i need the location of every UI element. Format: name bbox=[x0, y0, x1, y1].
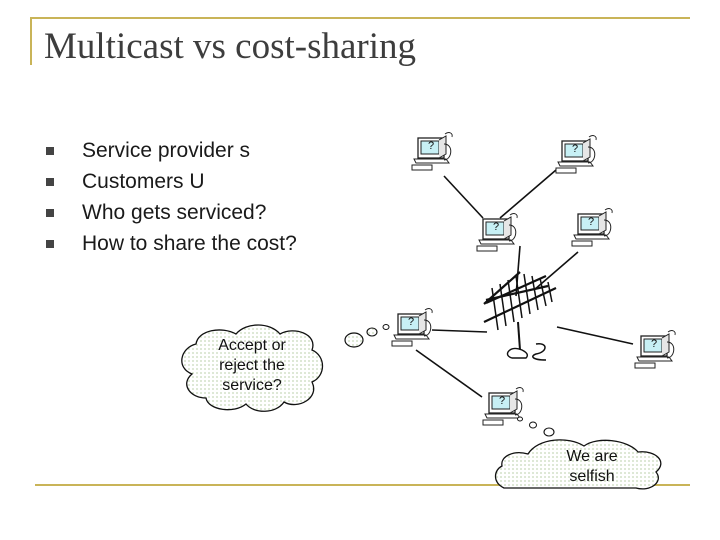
screen-label: ? bbox=[651, 338, 657, 350]
satellite-antenna-icon bbox=[483, 271, 557, 361]
link-line bbox=[515, 245, 521, 297]
network-links bbox=[415, 169, 634, 398]
bullet-item: Customers U bbox=[46, 166, 297, 197]
screen-label: ? bbox=[588, 216, 594, 228]
bullet-square-icon bbox=[46, 208, 54, 217]
slide-frame-top bbox=[30, 17, 690, 19]
bullet-text: Service provider s bbox=[82, 138, 251, 162]
thought-line: service? bbox=[222, 377, 282, 394]
thought-cloud-text: Accept or reject the service? bbox=[192, 336, 312, 396]
computer-icon: ? bbox=[476, 212, 518, 252]
bullet-square-icon bbox=[46, 146, 54, 155]
bullet-item: Service provider s bbox=[46, 135, 297, 166]
thought-line: We are bbox=[566, 448, 618, 465]
thought-cloud bbox=[181, 324, 390, 412]
screen-label: ? bbox=[408, 316, 414, 328]
thought-cloud bbox=[494, 416, 662, 490]
slide-frame-left bbox=[30, 17, 32, 65]
screen-label: ? bbox=[499, 395, 505, 407]
screen-label: ? bbox=[428, 140, 434, 152]
thought-line: reject the bbox=[219, 357, 285, 374]
computer-icon: ? bbox=[391, 307, 433, 347]
bullet-list: Service provider s Customers U Who gets … bbox=[46, 135, 297, 259]
link-line bbox=[499, 169, 557, 219]
thought-line: selfish bbox=[569, 468, 615, 485]
bullet-text: Customers U bbox=[82, 169, 205, 193]
screen-label: ? bbox=[572, 143, 578, 155]
bullet-square-icon bbox=[46, 177, 54, 186]
link-line bbox=[556, 326, 634, 345]
link-line bbox=[443, 175, 484, 219]
bullet-text: How to share the cost? bbox=[82, 231, 297, 255]
thought-cloud-text: We are selfish bbox=[540, 447, 644, 487]
slide-title: Multicast vs cost-sharing bbox=[44, 26, 417, 67]
link-line bbox=[415, 349, 483, 398]
thought-line: Accept or bbox=[218, 337, 286, 354]
link-line bbox=[431, 329, 488, 333]
computer-icon: ? bbox=[555, 134, 597, 174]
bullet-square-icon bbox=[46, 239, 54, 248]
bullet-item: Who gets serviced? bbox=[46, 197, 297, 228]
computer-icon: ? bbox=[482, 386, 524, 426]
computer-icon: ? bbox=[634, 329, 676, 369]
slide-frame-bottom bbox=[35, 484, 690, 486]
computer-icon: ? bbox=[571, 207, 613, 247]
bullet-text: Who gets serviced? bbox=[82, 200, 267, 224]
computer-icon: ? bbox=[411, 131, 453, 171]
bullet-item: How to share the cost? bbox=[46, 228, 297, 259]
screen-label: ? bbox=[493, 221, 499, 233]
